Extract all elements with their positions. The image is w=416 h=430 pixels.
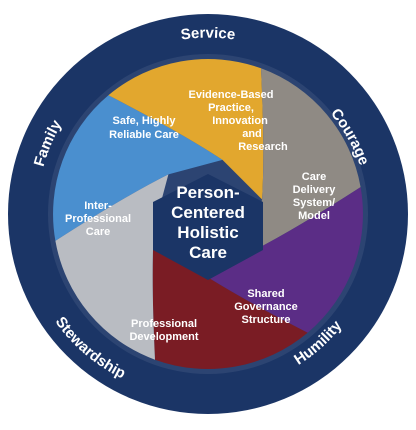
center-line-4: Care <box>189 243 227 262</box>
segment-label-line: Shared <box>247 288 284 300</box>
segment-label-inter-professional: Inter- Professional Care <box>65 200 131 238</box>
center-line-1: Person- <box>176 183 239 202</box>
segment-label-safe: Safe, Highly Reliable Care <box>109 115 179 141</box>
segment-shared-governance <box>193 187 363 333</box>
segment-label-evidence: Evidence-Based Practice, Innovation and … <box>189 89 289 153</box>
segment-label-line: Care <box>302 171 326 183</box>
segment-evidence <box>108 58 264 200</box>
segment-label-line: Practice, <box>208 102 254 114</box>
segment-label-line: Development <box>129 331 198 343</box>
segment-label-line: Delivery <box>293 184 337 196</box>
segment-label-professional-development: Professional Development <box>129 318 198 343</box>
center-label: Person- Centered Holistic Care <box>171 183 245 262</box>
ring-value-service: Service <box>180 25 237 44</box>
segment-label-line: Reliable Care <box>109 129 179 141</box>
segment-label-line: Research <box>238 141 288 153</box>
segment-inter-professional <box>55 174 169 360</box>
segment-label-care-delivery: Care Delivery System/ Model <box>293 171 337 222</box>
segment-safe <box>53 95 223 241</box>
segment-label-line: Innovation <box>212 115 268 127</box>
segment-professional-development <box>152 228 308 370</box>
segment-label-line: Inter- <box>84 200 112 212</box>
segment-care-delivery <box>247 68 361 254</box>
segment-label-line: Professional <box>131 318 197 330</box>
segment-label-line: Professional <box>65 213 131 225</box>
segment-label-line: System/ <box>293 197 335 209</box>
segment-label-line: Structure <box>242 314 291 326</box>
segment-label-line: Care <box>86 226 110 238</box>
segment-label-shared-governance: Shared Governance Structure <box>234 288 298 326</box>
segments-layer <box>53 58 363 370</box>
segment-label-line: Model <box>298 210 330 222</box>
center-line-3: Holistic <box>177 223 238 242</box>
segment-label-line: and <box>242 128 262 140</box>
segment-label-line: Evidence-Based <box>189 89 274 101</box>
center-line-2: Centered <box>171 203 245 222</box>
segment-label-line: Governance <box>234 301 298 313</box>
segment-label-line: Safe, Highly <box>113 115 177 127</box>
center-hexagon <box>153 174 263 280</box>
